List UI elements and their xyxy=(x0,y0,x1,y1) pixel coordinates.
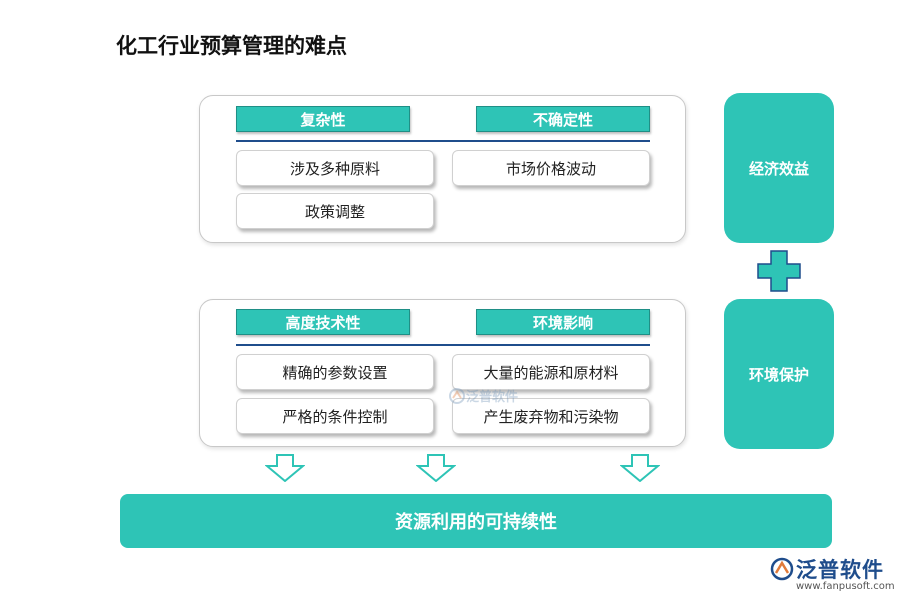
header-environment: 环境影响 xyxy=(476,309,650,335)
item-condition-control: 严格的条件控制 xyxy=(236,398,434,434)
side-box-economic: 经济效益 xyxy=(724,93,834,243)
divider-line xyxy=(236,344,650,346)
header-uncertainty: 不确定性 xyxy=(476,106,650,132)
watermark-text: 泛普软件 xyxy=(466,390,519,405)
divider-line xyxy=(236,140,650,142)
header-technical: 高度技术性 xyxy=(236,309,410,335)
header-complexity: 复杂性 xyxy=(236,106,410,132)
watermark: 泛普软件 xyxy=(448,386,518,405)
fanpu-logo-icon xyxy=(770,557,794,581)
difficulty-panel-bottom: 高度技术性 环境影响 精确的参数设置 大量的能源和原材料 严格的条件控制 产生废… xyxy=(199,299,686,447)
item-parameter-settings: 精确的参数设置 xyxy=(236,354,434,390)
difficulty-panel-top: 复杂性 不确定性 涉及多种原料 市场价格波动 政策调整 xyxy=(199,95,686,243)
side-box-environmental: 环境保护 xyxy=(724,299,834,449)
brand-logo: 泛普软件 www.fanpusoft.com xyxy=(770,552,895,596)
plus-icon xyxy=(757,250,801,292)
item-policy-adjustment: 政策调整 xyxy=(236,193,434,229)
item-price-fluctuation: 市场价格波动 xyxy=(452,150,650,186)
down-arrow-icon xyxy=(265,454,305,482)
item-waste-pollution: 产生废弃物和污染物 xyxy=(452,398,650,434)
down-arrow-icon xyxy=(416,454,456,482)
sustainability-bar: 资源利用的可持续性 xyxy=(120,494,832,548)
watermark-logo-icon xyxy=(449,387,465,404)
item-energy-materials: 大量的能源和原材料 xyxy=(452,354,650,390)
page-title: 化工行业预算管理的难点 xyxy=(116,34,347,58)
down-arrow-icon xyxy=(620,454,660,482)
item-raw-materials: 涉及多种原料 xyxy=(236,150,434,186)
logo-name: 泛普软件 xyxy=(796,558,884,582)
logo-url: www.fanpusoft.com xyxy=(796,581,895,592)
